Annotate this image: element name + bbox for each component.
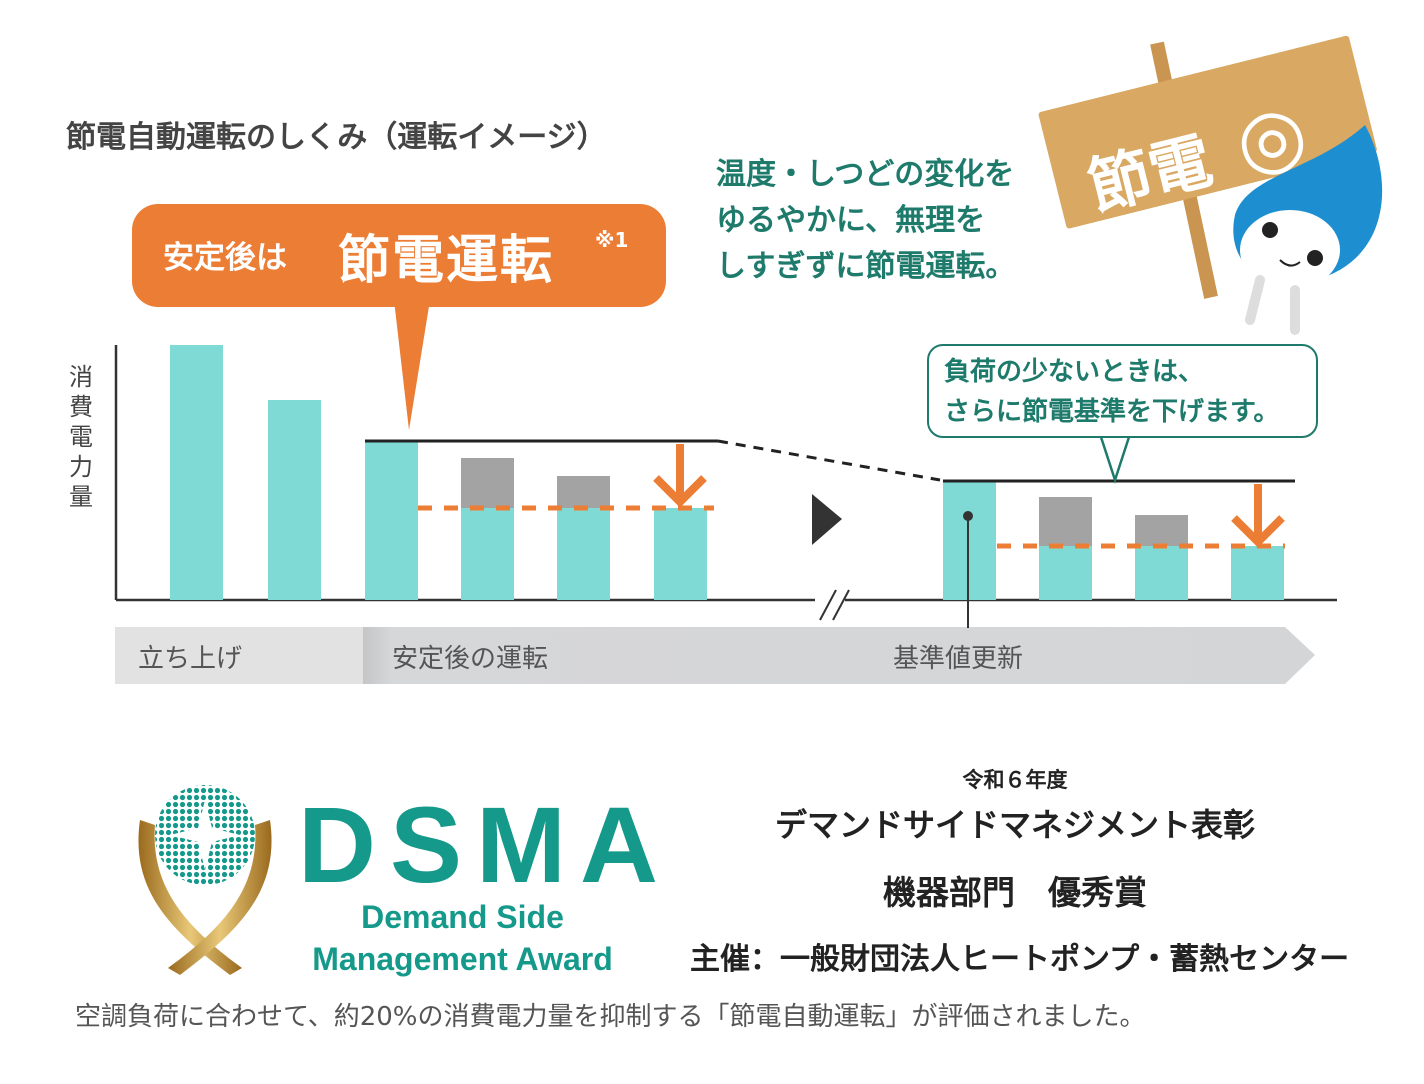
award-name: デマンドサイドマネジメント表彰	[774, 806, 1255, 844]
bar-update-1	[943, 482, 996, 600]
dsma-subtitle: Demand Side Management Award	[300, 896, 625, 980]
callout-tail	[1098, 434, 1132, 484]
phase-arrow	[363, 627, 1315, 684]
bar-reduced-6	[1135, 515, 1188, 546]
dsma-logo-text: DSMA	[298, 784, 672, 905]
callout-line: 負荷の少ないときは、	[944, 357, 1205, 387]
page-title: 節電自動運転のしくみ（運転イメージ）	[66, 120, 607, 155]
callout-text: 負荷の少ないときは、 さらに節電基準を下げます。	[944, 352, 1279, 432]
footer-note: 空調負荷に合わせて、約20%の消費電力量を抑制する「節電自動運転」が評価されまし…	[75, 1002, 1146, 1032]
bar-stable-1	[365, 442, 418, 600]
description-line: 温度・しつどの変化を	[716, 157, 1015, 192]
phase-label-update: 基準値更新	[893, 644, 1024, 674]
power-diagram	[114, 345, 1337, 684]
bubble-note: ※1	[595, 228, 629, 252]
down-arrow-icon	[1231, 484, 1285, 548]
axis-break	[819, 589, 850, 621]
bar-startup-2	[268, 400, 321, 600]
baseline-transition	[717, 439, 941, 482]
award-organizer: 主催：一般財団法人ヒートポンプ・蓄熱センター	[690, 942, 1350, 977]
award-category: 機器部門 優秀賞	[883, 873, 1147, 912]
phase-label-startup: 立ち上げ	[138, 644, 243, 674]
bar-reduced-3	[557, 476, 610, 508]
bar-stable-2	[461, 508, 514, 600]
description: 温度・しつどの変化を ゆるやかに、無理を しすぎずに節電運転。	[716, 152, 1015, 290]
bubble-prefix: 安定後は	[163, 240, 287, 276]
bar-startup-1	[170, 345, 223, 600]
phase-startup	[115, 627, 363, 684]
bar-reduced-5	[1039, 497, 1092, 546]
bar-reduced-2	[461, 458, 514, 508]
bar-update-4	[1231, 546, 1284, 600]
bar-update-3	[1135, 546, 1188, 600]
dsma-emblem	[138, 785, 272, 975]
bar-stable-3	[557, 508, 610, 600]
callout-box	[927, 344, 1318, 438]
description-line: ゆるやかに、無理を	[716, 203, 986, 238]
bubble-main: 節電運転	[338, 231, 555, 291]
play-triangle-icon	[812, 494, 842, 545]
phase-label-stable: 安定後の運転	[392, 644, 549, 674]
callout-line: さらに節電基準を下げます。	[944, 397, 1280, 427]
stable-mode-bubble	[132, 204, 666, 307]
description-line: しすぎずに節電運転。	[716, 249, 1016, 284]
down-arrow-icon	[653, 444, 707, 508]
bubble-tail	[394, 300, 430, 430]
dsma-sub-line: Management Award	[312, 941, 613, 977]
award-year: 令和６年度	[962, 768, 1068, 792]
mascot-sign-illustration: 節電 ◎	[1038, 35, 1383, 335]
dsma-sub-line: Demand Side	[361, 899, 564, 935]
bar-stable-4	[654, 508, 707, 600]
y-axis-label: 消費電力量	[69, 363, 93, 511]
bar-update-2	[1039, 546, 1092, 600]
